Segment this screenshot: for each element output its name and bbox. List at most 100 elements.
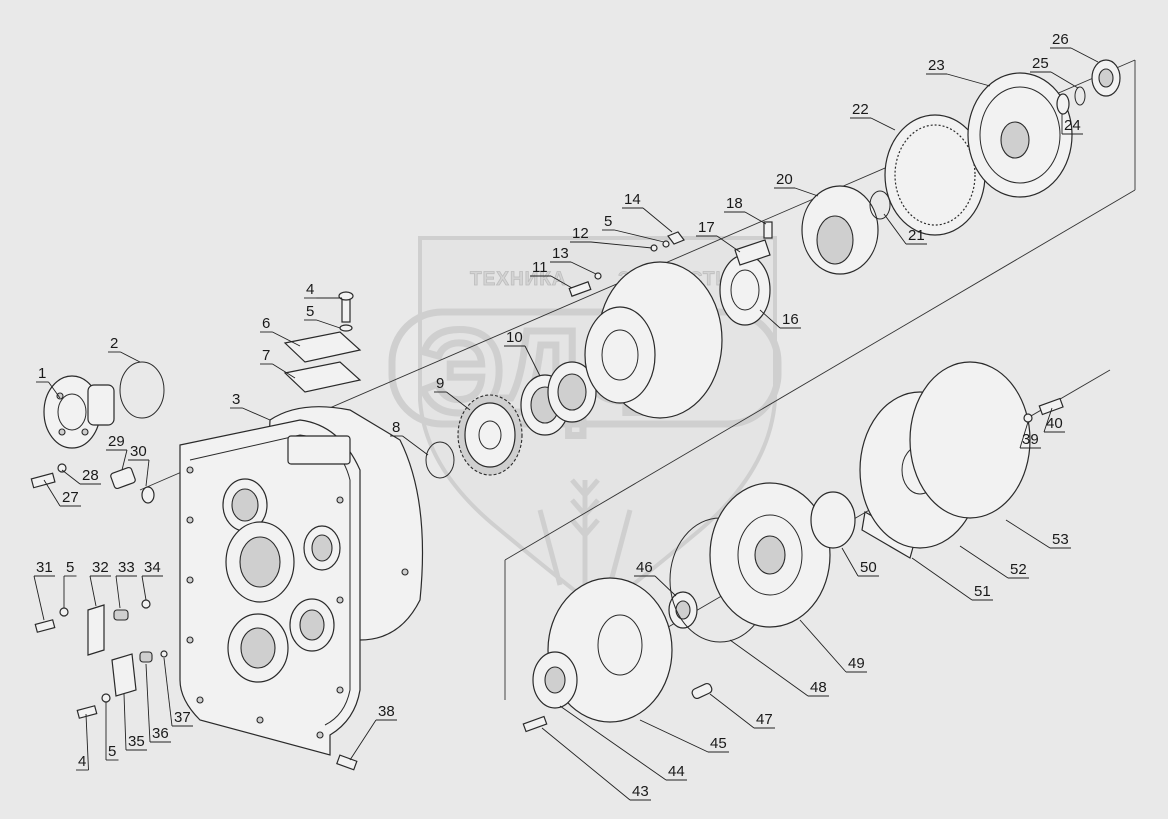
callout-c48: 48 [729, 639, 829, 697]
disc-part-53 [909, 361, 1031, 519]
callout-leader [1043, 407, 1053, 433]
callout-c32: 32 [89, 559, 111, 607]
callout-c3: 3 [230, 391, 271, 421]
callout-leader [272, 331, 301, 347]
callout-leader [85, 713, 89, 771]
cover-plate-part-6 [283, 331, 362, 363]
watermark-wheat-icon [537, 478, 633, 590]
callout-leader [43, 479, 61, 507]
callout-c5a: 5 [304, 303, 341, 329]
snap-ring-part-21 [869, 190, 891, 220]
callout-leader [614, 229, 665, 243]
callout-c11: 11 [530, 259, 573, 289]
hub-part-20 [801, 185, 879, 275]
callout-label: 10 [506, 329, 523, 346]
callout-label: 9 [436, 375, 444, 392]
callout-leader [1070, 47, 1099, 63]
callout-label: 5 [108, 743, 116, 760]
callout-c4b: 4 [76, 713, 89, 771]
callout-label: 28 [82, 467, 99, 484]
callout-leader [559, 705, 667, 781]
flange-ring-part-16 [719, 254, 771, 326]
friction-ring-part-22 [884, 114, 986, 236]
callout-label: 32 [92, 559, 109, 576]
callout-leader [744, 211, 767, 225]
callout-label: 16 [782, 311, 799, 328]
cover-part-16-housing [584, 261, 723, 419]
lock-washer-part-24 [1056, 93, 1070, 115]
callout-label: 4 [306, 281, 314, 298]
callout-c49: 49 [799, 619, 867, 673]
callout-c16: 16 [759, 309, 801, 329]
callout-leader [446, 391, 471, 411]
callout-leader [145, 663, 151, 743]
callout-leader [402, 435, 429, 456]
callout-leader [120, 351, 141, 363]
callout-leader [349, 719, 377, 761]
callout-leader [550, 275, 573, 289]
callout-leader [959, 545, 1009, 579]
callout-label: 49 [848, 655, 865, 672]
callout-c7: 7 [260, 347, 296, 379]
callout-label: 14 [624, 191, 641, 208]
callout-leader [541, 727, 631, 801]
bolt-part-4-top [338, 291, 354, 323]
callout-label: 5 [604, 213, 612, 230]
bolt-part-18 [763, 221, 773, 239]
callout-leader [115, 575, 121, 609]
callout-c1: 1 [36, 365, 61, 399]
callout-label: 4 [78, 753, 86, 770]
washer-part-5-top [339, 324, 353, 332]
callout-label: 47 [756, 711, 773, 728]
callout-label: 34 [144, 559, 161, 576]
watermark-text-left: ТЕХНИКА [470, 269, 567, 290]
washer-part-37 [160, 650, 168, 658]
callout-leader [883, 213, 907, 245]
callout-label: 24 [1064, 117, 1081, 134]
callout-leader [911, 557, 973, 601]
callout-leader [716, 235, 741, 253]
callout-label: 17 [698, 219, 715, 236]
callout-label: 39 [1022, 431, 1039, 448]
washer-part-5-left [59, 607, 69, 617]
callout-c37: 37 [163, 657, 193, 727]
callout-label: 27 [62, 489, 79, 506]
callout-label: 25 [1032, 55, 1049, 72]
callout-label: 38 [378, 703, 395, 720]
callout-leader [33, 575, 45, 621]
callout-label: 43 [632, 783, 649, 800]
o-ring-part-8 [425, 441, 455, 479]
callout-leader [590, 241, 653, 249]
bolt-part-11 [568, 281, 592, 297]
callout-label: 31 [36, 559, 53, 576]
callout-c24: 24 [1061, 114, 1083, 135]
callout-c47: 47 [709, 693, 775, 729]
plate-part-35 [111, 653, 137, 697]
callout-leader [61, 469, 81, 485]
callout-c29: 29 [106, 433, 128, 471]
fitting-part-29 [110, 466, 136, 490]
callout-c40: 40 [1043, 407, 1065, 433]
callout-c12: 12 [570, 225, 653, 249]
bolt-part-40 [1038, 397, 1064, 416]
housing-part-49 [709, 482, 831, 628]
callout-leader [642, 207, 673, 233]
cover-part-45 [547, 577, 673, 723]
callout-label: 13 [552, 245, 569, 262]
callout-c31: 31 [33, 559, 55, 621]
callout-layer: 1234567891011121314516171820212223242526… [33, 31, 1099, 801]
spring-part-36 [139, 651, 153, 663]
bolt-part-31 [34, 619, 56, 633]
washer-part-39 [1023, 413, 1033, 423]
washer-part-30 [141, 486, 155, 504]
callout-c36: 36 [145, 663, 171, 743]
callout-c34: 34 [141, 559, 163, 601]
callout-label: 20 [776, 171, 793, 188]
callout-label: 26 [1052, 31, 1069, 48]
callout-c4a: 4 [304, 281, 342, 299]
drum-part-23 [967, 72, 1073, 198]
washer-part-5-bottom [101, 693, 111, 703]
callout-c21: 21 [883, 213, 927, 245]
callout-c46: 46 [634, 559, 677, 597]
